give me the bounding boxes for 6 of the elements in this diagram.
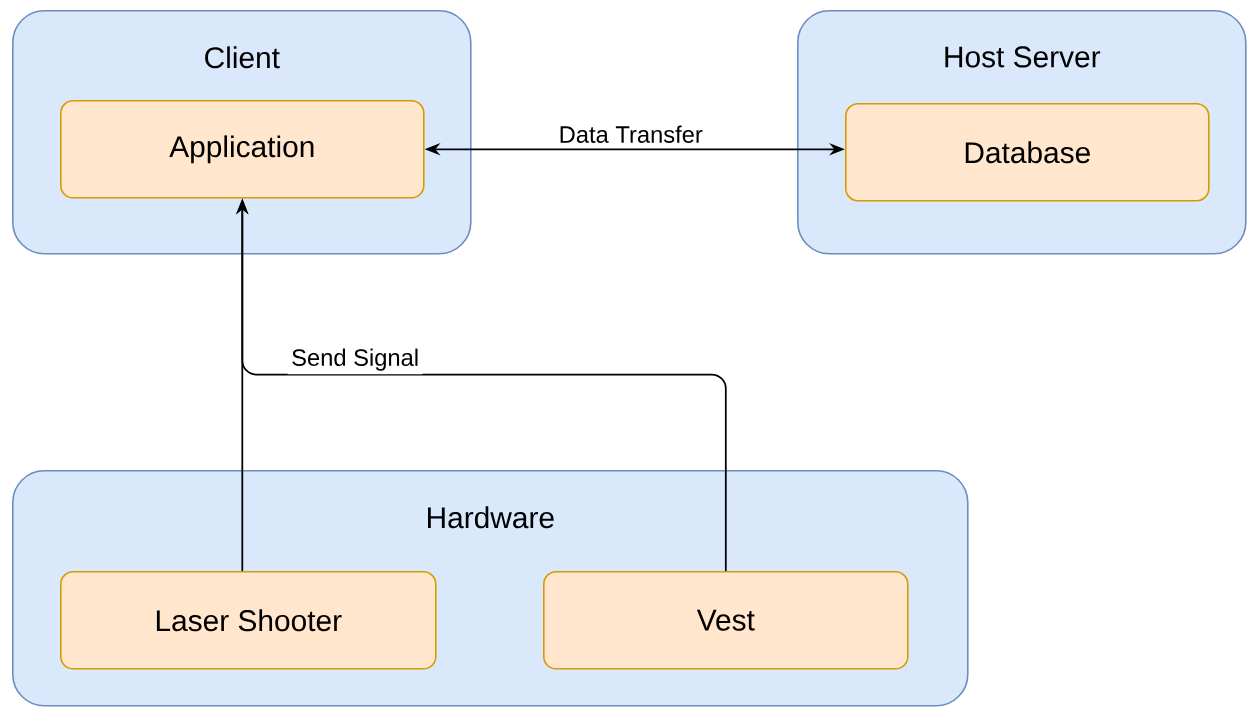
process-box: Application [60, 100, 425, 199]
edge-label: Send Signal [287, 345, 423, 375]
process-box: Vest [543, 571, 909, 670]
process-box: Database [845, 103, 1210, 202]
process-box: Laser Shooter [60, 571, 437, 670]
edge-label: Data Transfer [555, 122, 707, 147]
